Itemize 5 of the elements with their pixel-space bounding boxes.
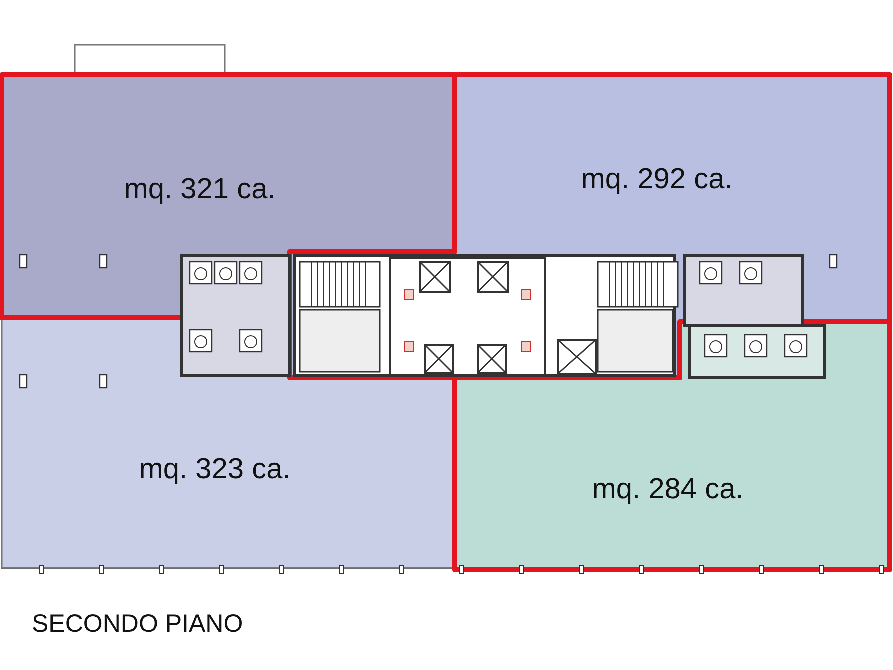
floor-title: SECONDO PIANO — [32, 610, 244, 639]
area-label: mq. 284 ca. — [592, 474, 744, 506]
area-label: mq. 321 ca. — [124, 174, 276, 206]
area-label: mq. 323 ca. — [139, 454, 291, 486]
area-label: mq. 292 ca. — [581, 164, 733, 196]
